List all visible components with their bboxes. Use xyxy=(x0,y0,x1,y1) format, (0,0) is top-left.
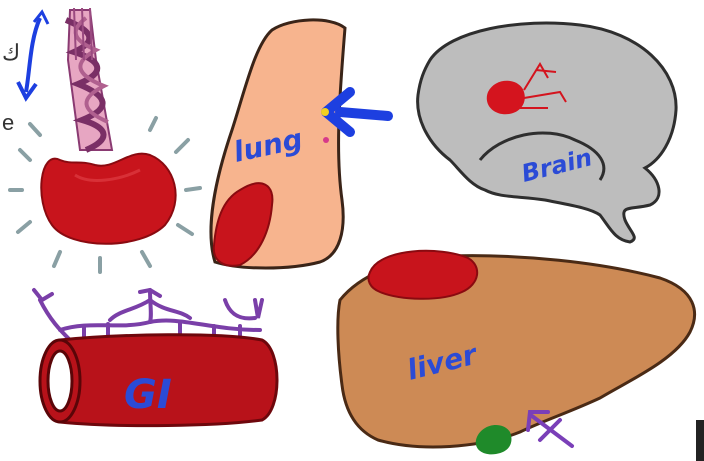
primary-tumor-group xyxy=(10,8,200,272)
gi-label: GI xyxy=(124,372,172,418)
gi-group: GI xyxy=(34,290,277,426)
blood-flow-arrow-icon xyxy=(26,18,40,92)
edge-text-left-mid: e xyxy=(2,110,14,136)
right-edge-fragment xyxy=(696,420,704,461)
edge-text-top-left: ك xyxy=(2,40,20,66)
liver-tumor xyxy=(368,251,477,299)
primary-tumor-mass xyxy=(41,154,175,244)
lung-group: lung xyxy=(211,20,388,268)
liver-group: liver xyxy=(338,251,695,455)
blood-vessel-bundle xyxy=(66,8,112,150)
blood-flow-arrowhead-top xyxy=(34,12,48,24)
blue-arrow-icon xyxy=(326,92,388,132)
brain-group: Brain xyxy=(418,23,676,242)
